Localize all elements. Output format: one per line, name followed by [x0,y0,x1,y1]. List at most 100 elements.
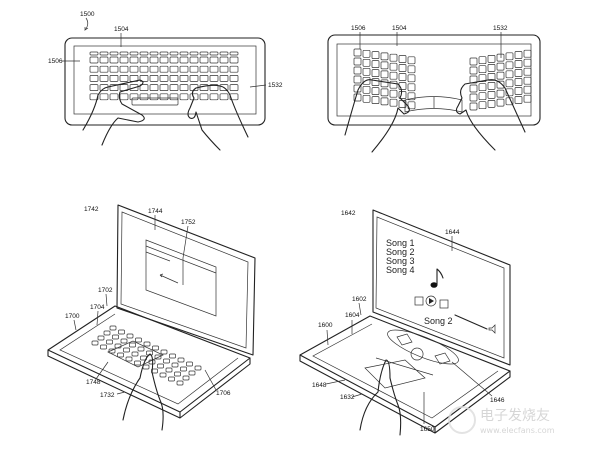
key [362,85,371,94]
key [139,93,149,101]
song-item[interactable]: Song 1 [386,238,415,248]
svg-text:www.elecfans.com: www.elecfans.com [480,426,555,435]
right-hand [187,84,249,151]
key [487,73,496,81]
key [523,76,532,85]
label-trackpad: 1748 [86,379,101,386]
music-note-icon [430,268,444,288]
key [149,75,159,82]
volume-icon[interactable] [488,324,496,334]
label-right: 1532 [493,25,508,32]
figure-flat-keyboard: 1500 1504 1506 1532 [48,11,283,151]
key [119,93,129,101]
key [119,75,129,82]
key [371,51,380,59]
key [371,87,380,95]
key [380,52,389,61]
key [169,84,179,91]
key [478,74,487,83]
keyboard-surface [73,45,257,115]
key [389,80,398,89]
key [389,98,398,107]
key [179,56,189,64]
label-keys: 1706 [216,390,231,397]
key-grid [353,48,532,111]
key [514,78,523,86]
key [505,70,514,79]
svg-text:电子发烧友: 电子发烧友 [480,408,550,424]
key [189,65,199,73]
key [139,51,149,56]
display-housing [372,209,511,366]
key [380,70,389,79]
key [407,65,416,74]
key [194,365,202,371]
finger-hand [359,359,402,436]
song-item[interactable]: Song 2 [386,247,415,257]
key [398,91,407,99]
key [100,344,107,350]
key [478,92,487,101]
key [371,60,380,68]
key [487,64,496,72]
key [505,61,514,70]
key [487,55,496,63]
key [160,349,168,355]
key [149,84,159,91]
key [129,65,139,73]
key [389,53,398,62]
key [189,56,199,64]
key [514,87,523,95]
key [188,370,196,376]
key [109,325,117,331]
left-hand [344,79,410,153]
key [371,78,380,86]
key [505,88,514,97]
key [176,380,184,386]
key [131,351,139,357]
key [159,84,169,91]
key [169,75,179,82]
volume-slider[interactable] [454,314,488,330]
key [362,49,371,58]
key [152,345,159,351]
key [362,58,371,67]
label-left: 1506 [48,58,63,65]
key [229,65,239,73]
key [496,62,505,71]
key [179,51,189,56]
key [371,69,380,77]
play-icon[interactable] [425,295,437,307]
key [209,75,219,82]
key [229,75,239,82]
key [209,56,219,64]
key [99,65,109,73]
key [380,88,389,97]
song-item[interactable]: Song 3 [386,256,415,266]
label-display: 1644 [445,229,460,236]
left-hand [82,79,145,146]
now-playing-title: Song 2 [424,316,453,326]
label-window: 1752 [181,219,196,226]
fast-forward-icon[interactable] [439,299,449,309]
key [120,338,128,344]
key [137,346,145,352]
key-grid [89,51,239,106]
key [514,60,523,68]
key [169,353,176,359]
key [469,66,478,75]
key [371,96,380,104]
song-item[interactable]: Song 4 [386,265,415,275]
figure-laptop-trackpad: 1742 1744 1752 1702 1704 1700 1748 1732 … [47,204,256,431]
key [496,71,505,80]
key [112,334,119,340]
touch-media-buttons[interactable] [396,333,451,365]
key [149,93,159,101]
key [523,58,532,67]
rewind-icon[interactable] [414,296,424,306]
key [179,65,189,73]
key [129,93,139,101]
key [134,360,141,366]
key [109,75,119,82]
key [159,75,169,82]
